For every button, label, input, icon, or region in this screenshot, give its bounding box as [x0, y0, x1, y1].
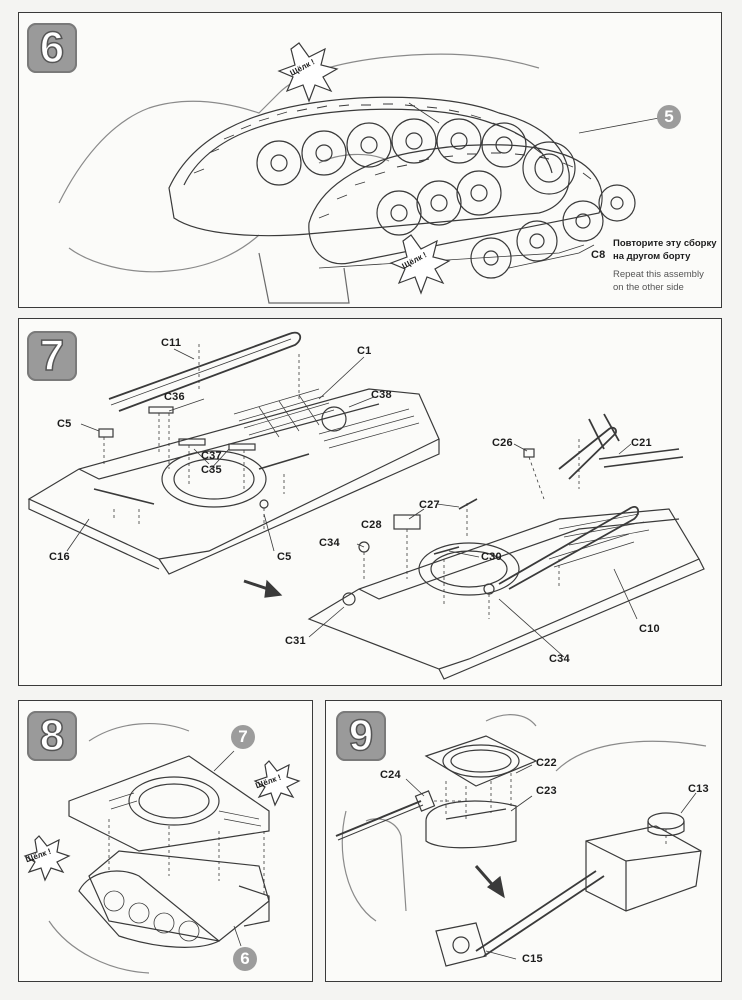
step-8-panel: 8 Щёлк ! Щёлк ! 7 6 — [18, 700, 313, 982]
step-6-panel: 6 Щёлк ! Щёлк ! 5 C8 Повторите эту сборк… — [18, 12, 722, 308]
step-6-ref-5: 5 — [657, 105, 681, 129]
label-c16: C16 — [49, 551, 70, 563]
label-c35: C35 — [201, 464, 222, 476]
label-c21: C21 — [631, 437, 652, 449]
label-c22: C22 — [536, 757, 557, 769]
label-c28: C28 — [361, 519, 382, 531]
step-9-illustration — [335, 714, 707, 967]
label-c23: C23 — [536, 785, 557, 797]
step-8-ref-6: 6 — [233, 947, 257, 971]
label-c34-bottom: C34 — [549, 653, 570, 665]
label-c31: C31 — [285, 635, 306, 647]
label-c26: C26 — [492, 437, 513, 449]
step-8-illustration — [23, 723, 301, 974]
label-c8: C8 — [591, 249, 606, 261]
note-en-line2: on the other side — [613, 282, 684, 293]
label-c24: C24 — [380, 769, 401, 781]
label-c34-top: C34 — [319, 537, 340, 549]
label-c5-left: C5 — [57, 418, 72, 430]
step-8-ref-7: 7 — [231, 725, 255, 749]
label-c36: C36 — [164, 391, 185, 403]
label-c13: C13 — [688, 783, 709, 795]
label-c27: C27 — [419, 499, 440, 511]
note-ru-line1: Повторите эту сборку — [613, 238, 717, 249]
label-c10: C10 — [639, 623, 660, 635]
step-9-badge: 9 — [336, 710, 386, 761]
step-7-panel: 7 C11 C1 C36 C38 C5 C37 C35 C26 C21 C16 … — [18, 318, 722, 686]
note-ru-line2: на другом борту — [613, 251, 691, 262]
step-6-illustration — [58, 42, 660, 304]
label-c30: C30 — [481, 551, 502, 563]
label-c37: C37 — [201, 450, 222, 462]
step-6-badge: 6 — [27, 22, 77, 73]
step-7-badge: 7 — [27, 330, 77, 381]
label-c15: C15 — [522, 953, 543, 965]
label-c1: C1 — [357, 345, 372, 357]
step-8-badge: 8 — [27, 710, 77, 761]
label-c11: C11 — [161, 337, 182, 349]
label-c5-right: C5 — [277, 551, 292, 563]
label-c38: C38 — [371, 389, 392, 401]
note-en-line1: Repeat this assembly — [613, 269, 704, 280]
step-6-note: Повторите эту сборку на другом борту Rep… — [613, 237, 717, 294]
step-9-panel: 9 C24 C22 C23 C13 C15 — [325, 700, 722, 982]
step-7-illustration — [27, 331, 705, 680]
